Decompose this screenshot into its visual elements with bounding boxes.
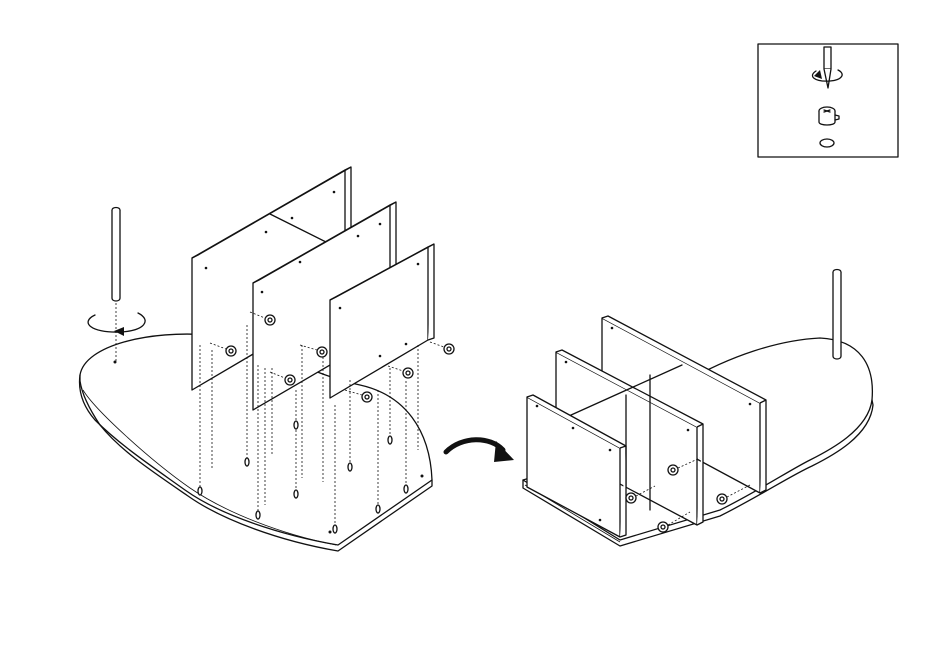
hole-icon bbox=[820, 139, 834, 147]
step-3 bbox=[523, 270, 873, 547]
leg bbox=[833, 270, 841, 360]
rotate-arrow-icon bbox=[88, 313, 145, 332]
curved-arrow-right bbox=[446, 440, 514, 462]
step-1 bbox=[80, 167, 454, 551]
detail-inset bbox=[758, 44, 898, 157]
